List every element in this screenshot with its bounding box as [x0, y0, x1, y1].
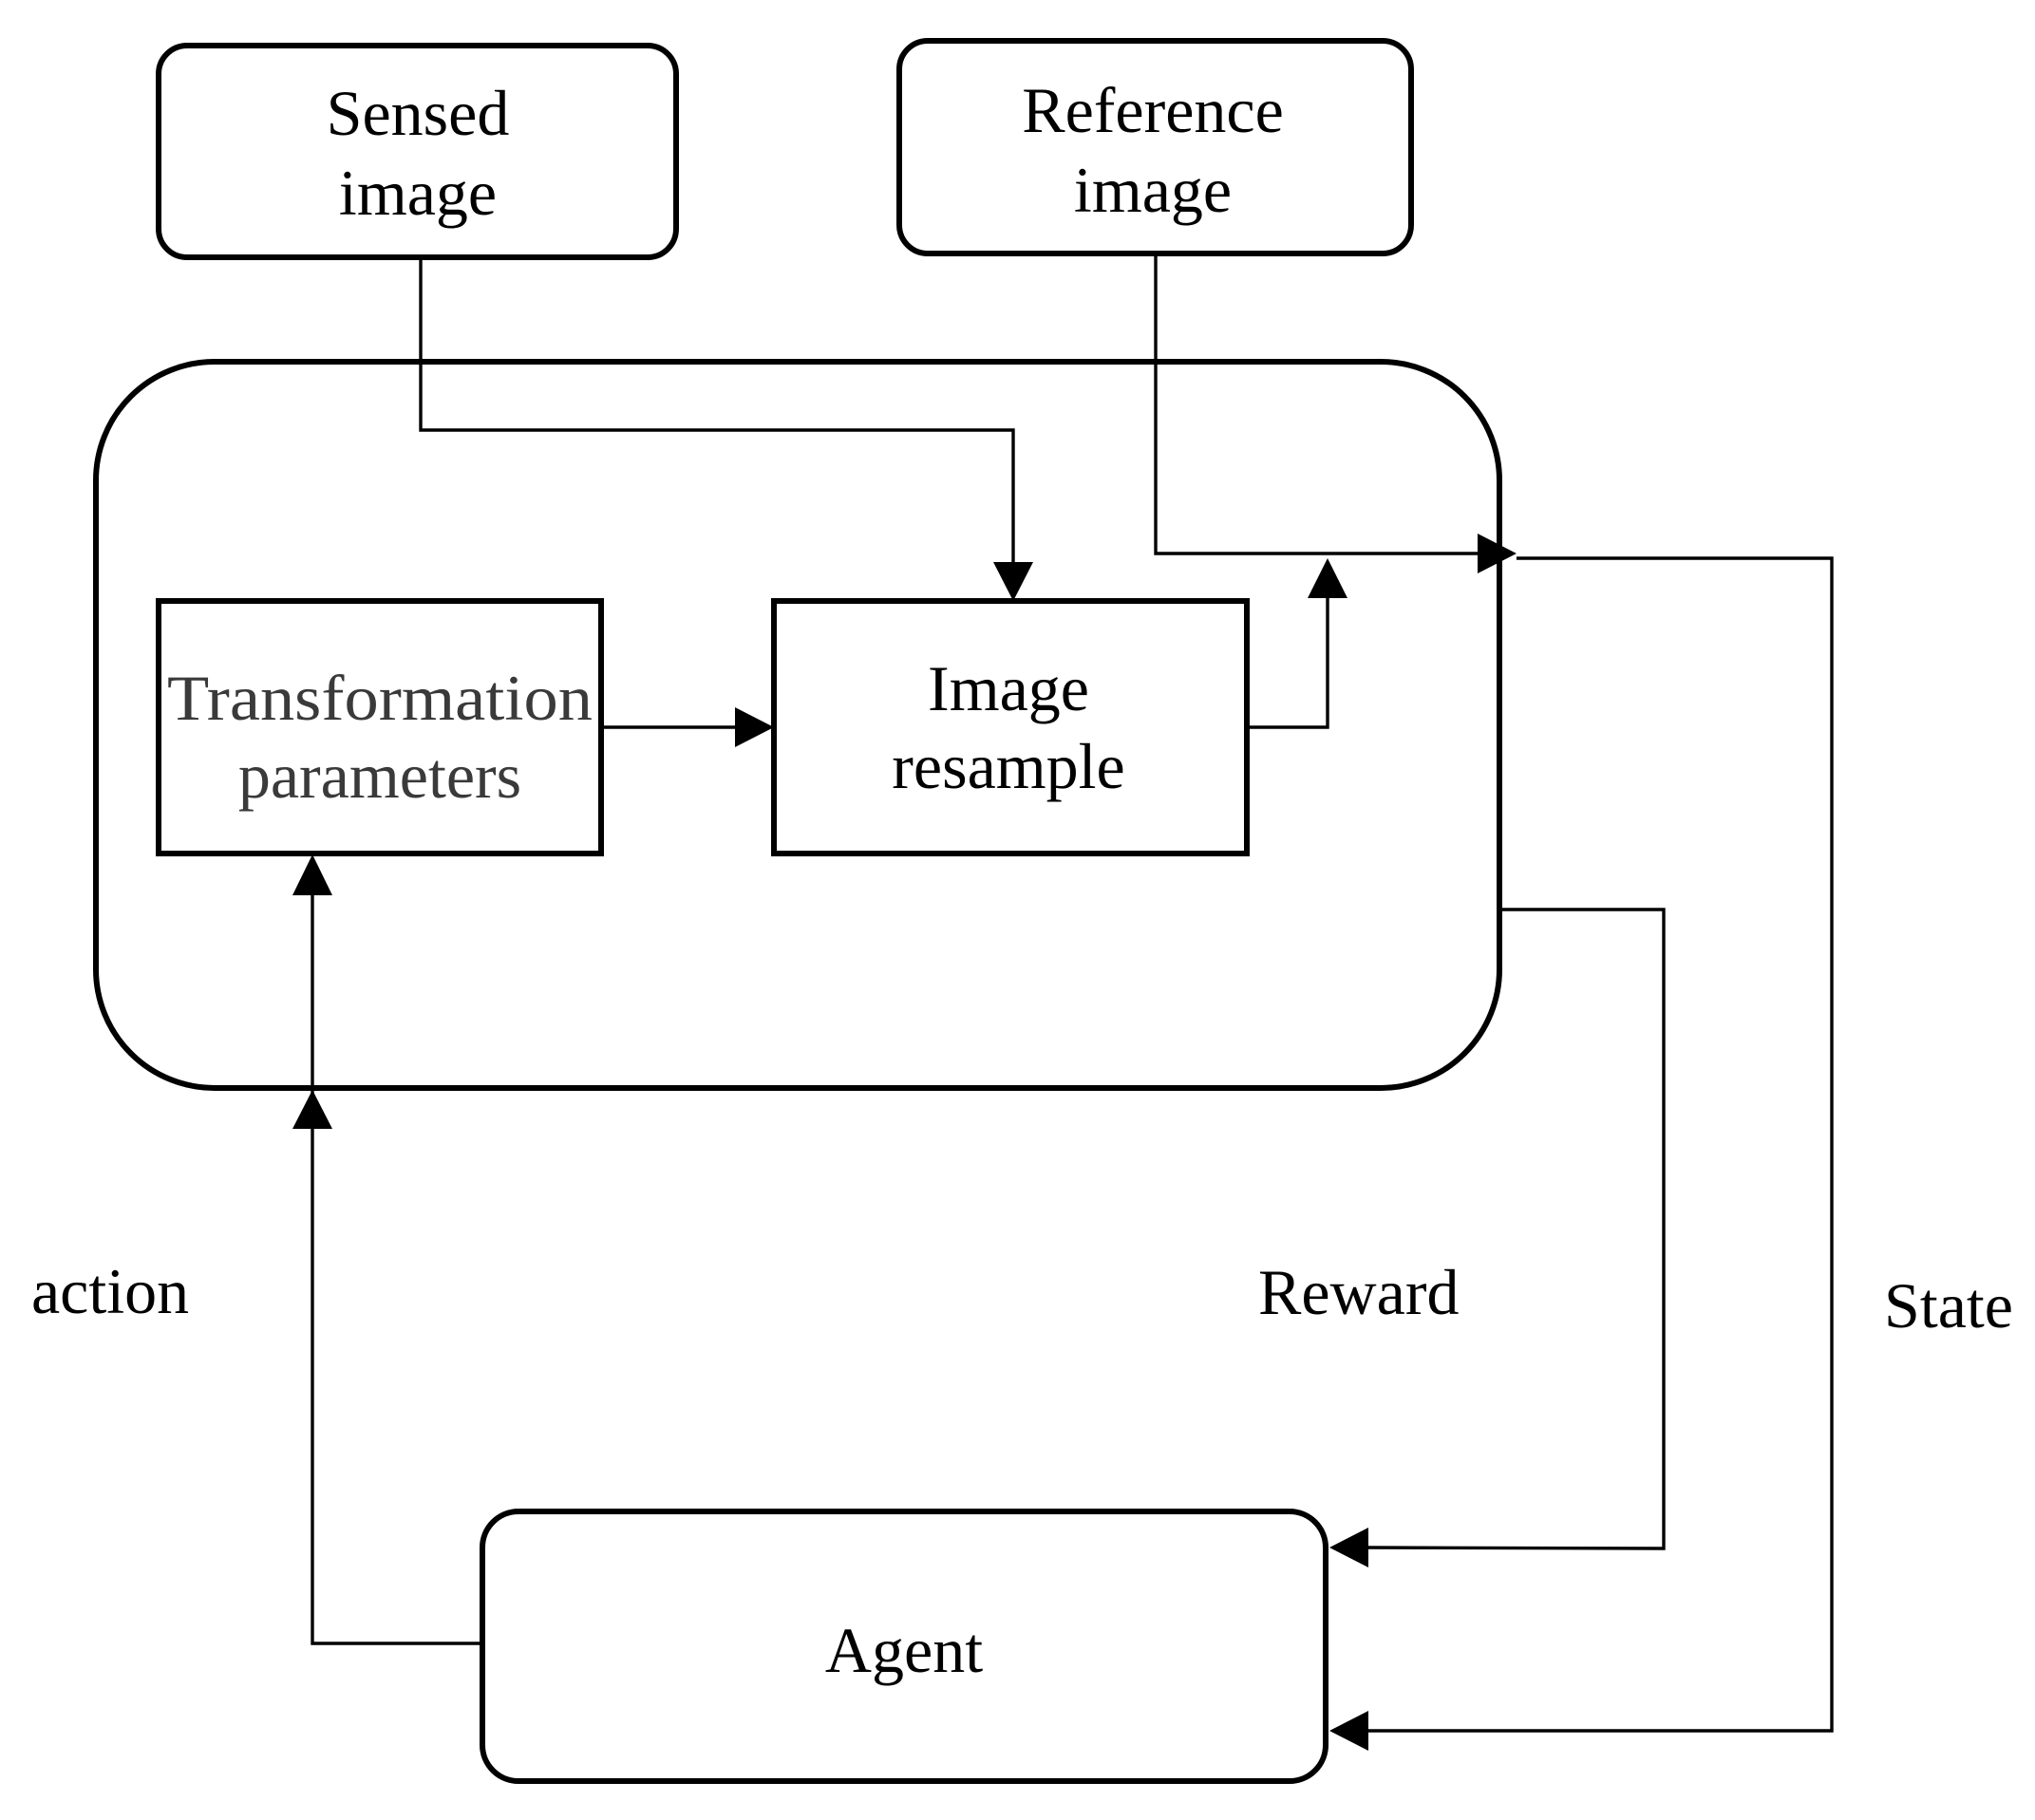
edge-reward — [1329, 908, 1666, 1567]
edge-resample-out — [1247, 558, 1347, 729]
transformation-parameters-label-line1: Transformation — [167, 662, 593, 734]
sensed-image-box — [156, 43, 679, 260]
edge-reward-line — [1364, 908, 1666, 1550]
edge-sensed-to-resample-line — [419, 260, 1015, 566]
action-label: action — [31, 1255, 189, 1327]
arrowhead-transform-to-resample — [735, 707, 774, 747]
transformation-parameters-node: Transformation parameters — [156, 598, 604, 856]
transformation-parameters-label-line2: parameters — [238, 740, 521, 812]
edge-reference-to-state-line — [1154, 256, 1481, 555]
arrowhead-action-to-environment — [292, 1090, 332, 1129]
image-resample-label-line2: resample — [892, 730, 1124, 802]
agent-node: Agent — [480, 1509, 1328, 1784]
reference-image-label-line2: image — [1074, 154, 1232, 226]
arrowhead-reward — [1329, 1528, 1368, 1567]
edge-transform-to-resample — [601, 707, 774, 747]
image-resample-box — [771, 598, 1250, 856]
transformation-parameters-box — [156, 598, 604, 856]
edge-resample-out-line — [1247, 594, 1329, 729]
reference-image-box — [896, 38, 1414, 256]
edge-action-line — [311, 892, 482, 1645]
sensed-image-label-line2: image — [339, 157, 497, 229]
reference-image-label-line1: Reference — [1022, 74, 1284, 146]
arrowhead-sensed-to-resample — [993, 562, 1033, 601]
edge-sensed-to-resample — [419, 260, 1033, 601]
edge-reference-to-state — [1154, 256, 1517, 573]
edge-state-line — [1365, 556, 1834, 1733]
state-label: State — [1884, 1269, 2013, 1342]
edge-action — [292, 854, 482, 1645]
agent-box — [480, 1509, 1328, 1784]
agent-label: Agent — [825, 1614, 983, 1686]
edge-state — [1329, 556, 1834, 1751]
sensed-image-label-line1: Sensed — [327, 77, 510, 149]
image-resample-label-line1: Image — [928, 652, 1089, 724]
arrowhead-resample-out — [1308, 558, 1347, 598]
reference-image-node: Reference image — [896, 38, 1414, 256]
reward-label: Reward — [1258, 1256, 1459, 1328]
environment-container — [93, 359, 1502, 1091]
arrowhead-state — [1329, 1711, 1368, 1751]
arrowhead-action-to-transform — [292, 854, 332, 895]
sensed-image-node: Sensed image — [156, 43, 679, 260]
image-resample-node: Image resample — [771, 598, 1250, 856]
arrowhead-reference-to-state — [1478, 534, 1517, 573]
